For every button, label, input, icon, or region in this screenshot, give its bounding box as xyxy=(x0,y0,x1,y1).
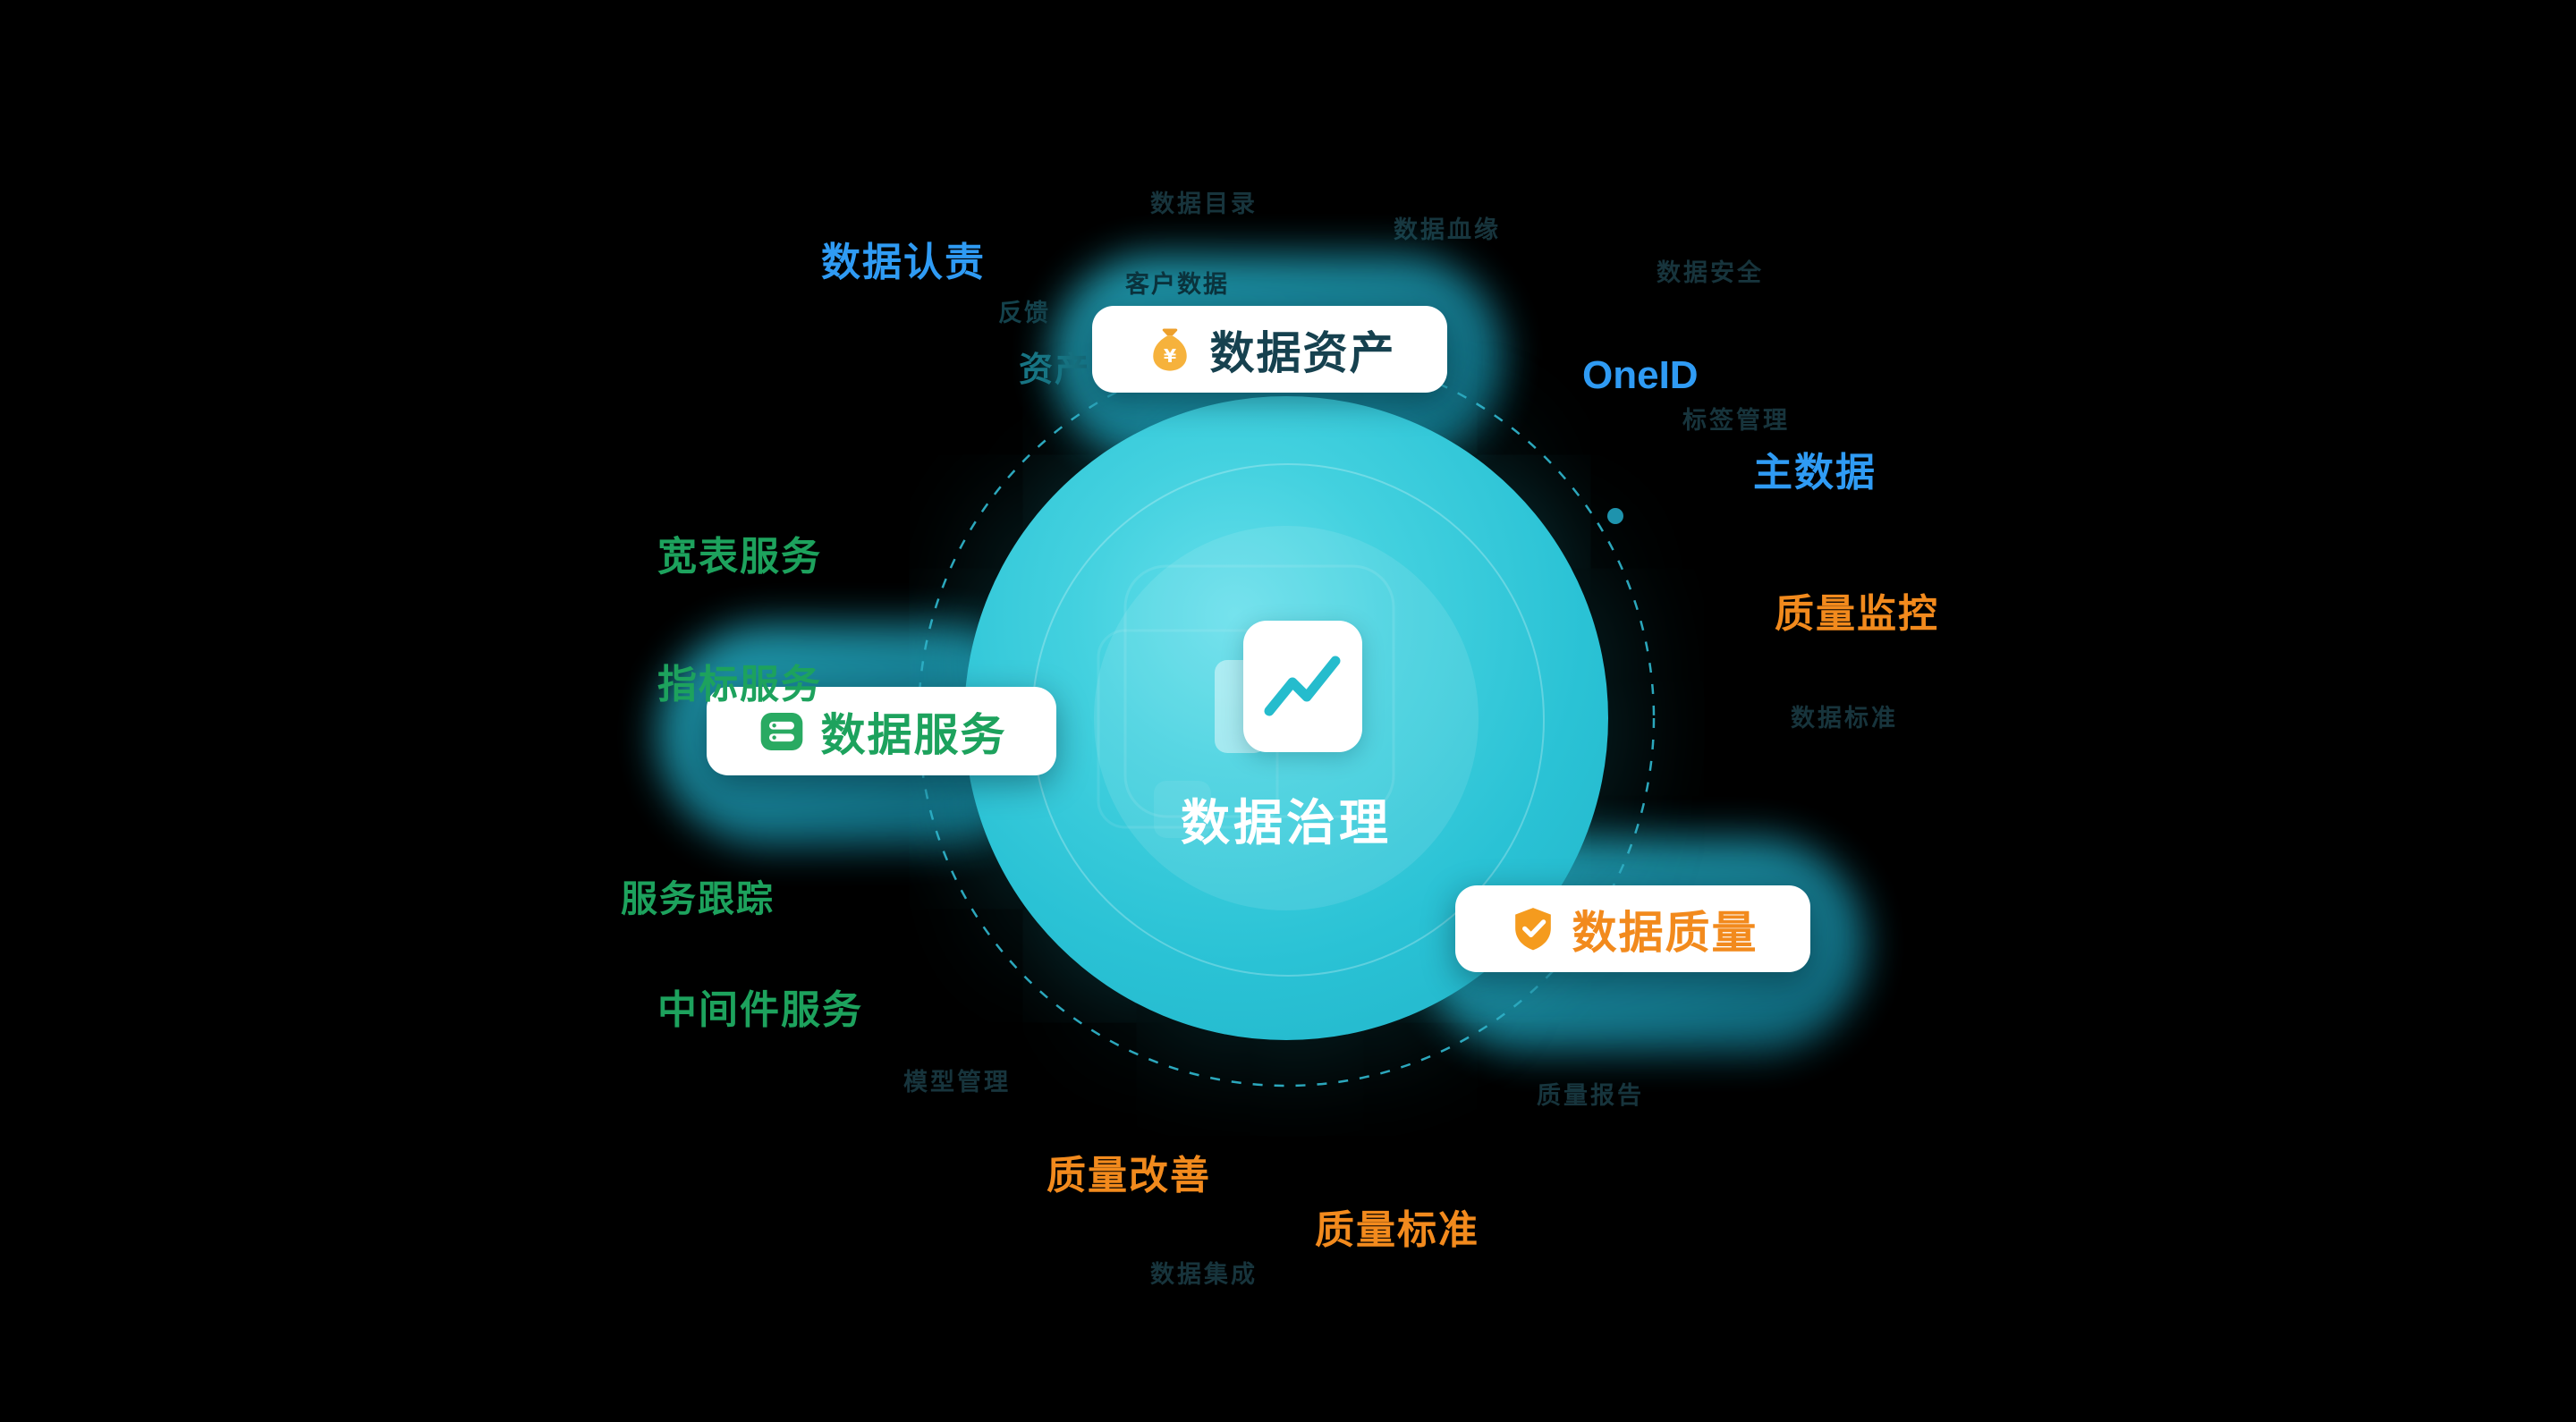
faint-label: 标签管理 xyxy=(1682,407,1790,434)
pill-data-quality: 数据质量 xyxy=(1455,885,1810,972)
label-wide-table-service: 宽表服务 xyxy=(657,535,822,579)
shield-check-icon xyxy=(1508,904,1558,954)
label-indicator-service: 指标服务 xyxy=(657,663,822,707)
svg-text:¥: ¥ xyxy=(1163,344,1176,366)
label-quality-standard: 质量标准 xyxy=(1315,1208,1479,1252)
label-quality-improve: 质量改善 xyxy=(1046,1154,1211,1198)
label-middleware-service: 中间件服务 xyxy=(657,988,863,1032)
label-oneid: OneID xyxy=(1582,353,1699,397)
faint-label: 数据标准 xyxy=(1791,705,1898,732)
chart-check-icon xyxy=(1243,621,1362,752)
orbit-dashed-circle xyxy=(917,349,1656,1088)
database-icon xyxy=(757,707,807,757)
faint-label: 数据安全 xyxy=(1657,259,1764,286)
asset-label: 资产 xyxy=(1019,351,1091,389)
customer-data-label: 客户数据 xyxy=(1125,271,1229,298)
feedback-label: 反馈 xyxy=(998,300,1050,326)
pill-data-assets-label: 数据资产 xyxy=(1209,327,1396,378)
faint-label: 数据血缘 xyxy=(1394,216,1501,243)
pill-data-assets: ¥ 数据资产 xyxy=(1092,306,1447,393)
faint-label: 数据目录 xyxy=(1150,190,1258,217)
label-quality-monitor: 质量监控 xyxy=(1775,592,1939,636)
orbit-dot xyxy=(1607,508,1623,524)
money-bag-icon: ¥ xyxy=(1144,324,1196,376)
pill-data-quality-label: 数据质量 xyxy=(1572,907,1758,958)
label-master-data: 主数据 xyxy=(1753,451,1877,495)
label-service-tracking: 服务跟踪 xyxy=(621,878,775,919)
label-data-responsibility: 数据认责 xyxy=(821,241,986,284)
center-title: 数据治理 xyxy=(1180,795,1392,851)
faint-label: 模型管理 xyxy=(903,1069,1011,1096)
pill-data-services-label: 数据服务 xyxy=(820,709,1007,760)
pill-data-services: 数据服务 xyxy=(707,687,1056,775)
faint-label: 质量报告 xyxy=(1537,1082,1644,1109)
faint-label: 数据集成 xyxy=(1150,1261,1258,1288)
